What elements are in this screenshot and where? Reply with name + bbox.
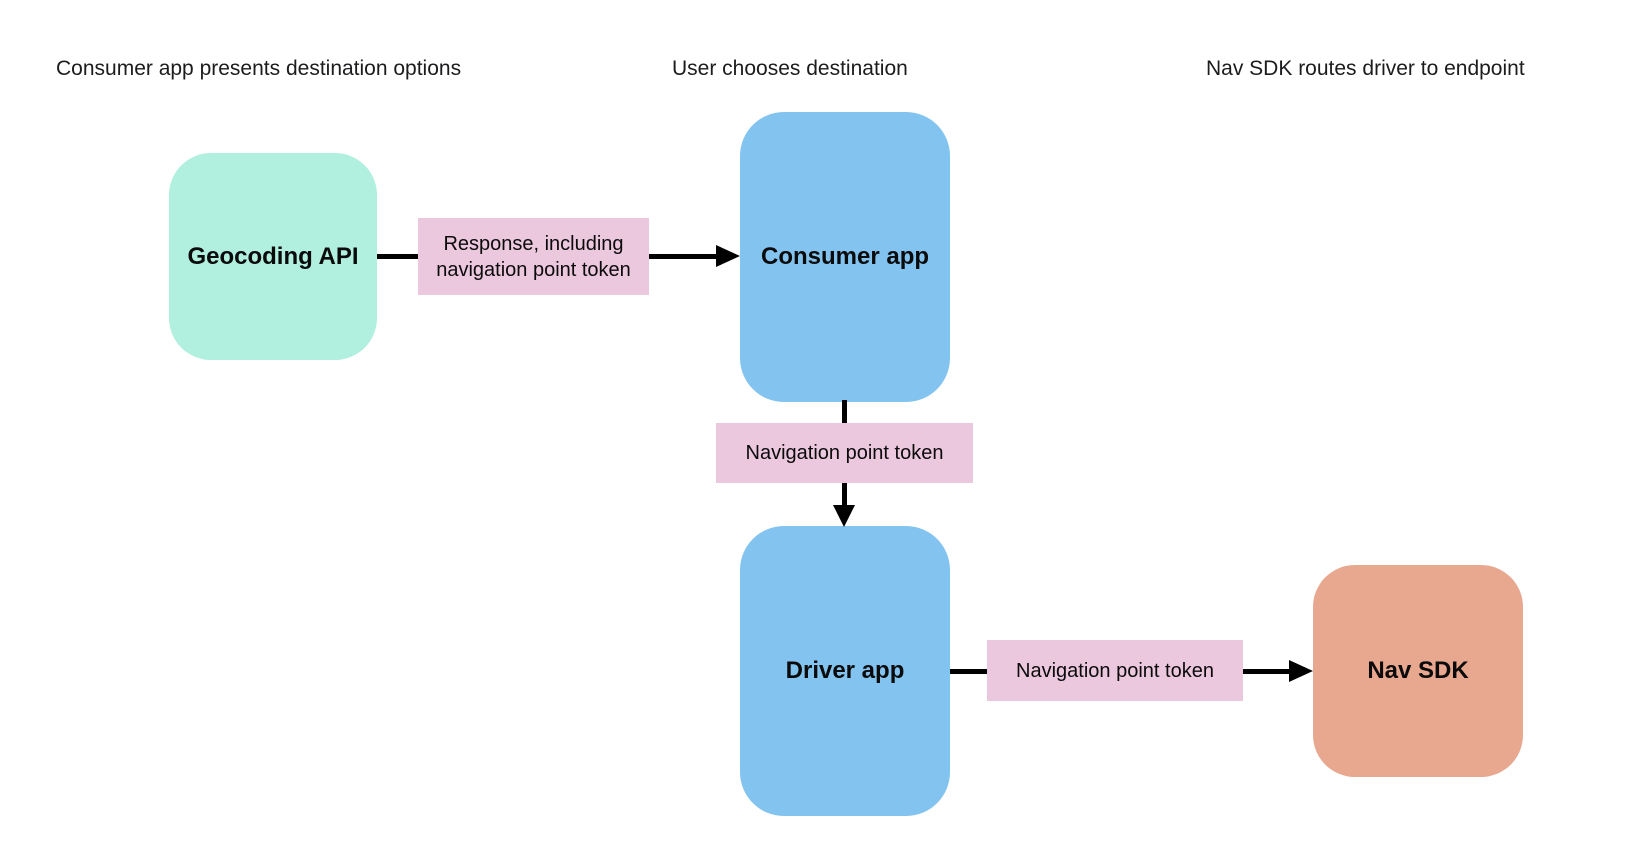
connector-driver-to-token-label <box>950 669 987 674</box>
node-nav-sdk-label: Nav SDK <box>1367 657 1469 684</box>
edge-label-response-token: Response, including navigation point tok… <box>418 218 649 295</box>
connector-geocoding-to-response-label <box>377 254 418 259</box>
node-geocoding-api: Geocoding API <box>169 153 377 360</box>
column-header-consumer-presents: Consumer app presents destination option… <box>56 57 462 80</box>
column-header-user-chooses: User chooses destination <box>672 57 908 80</box>
node-consumer-app-label: Consumer app <box>760 243 930 270</box>
connector-consumer-to-token-label <box>842 400 847 423</box>
arrowhead-into-driver-app-icon <box>833 505 855 527</box>
arrowhead-into-consumer-app-icon <box>716 245 740 267</box>
connector-response-label-to-consumer <box>649 254 718 259</box>
edge-label-navigation-point-token-horizontal-text: Navigation point token <box>1016 659 1214 682</box>
connector-token-label-to-navsdk <box>1243 669 1291 674</box>
node-driver-app: Driver app <box>740 526 950 816</box>
node-nav-sdk: Nav SDK <box>1313 565 1523 777</box>
edge-label-navigation-point-token-vertical-text: Navigation point token <box>745 442 944 464</box>
node-driver-app-label: Driver app <box>785 657 905 684</box>
node-geocoding-api-label: Geocoding API <box>187 242 359 270</box>
edge-label-navigation-point-token-horizontal: Navigation point token <box>987 640 1243 701</box>
node-consumer-app: Consumer app <box>740 112 950 402</box>
edge-label-navigation-point-token-vertical: Navigation point token <box>716 423 973 483</box>
arrowhead-into-nav-sdk-icon <box>1289 660 1313 682</box>
edge-label-response-token-text: Response, including navigation point tok… <box>436 232 631 281</box>
column-header-navsdk-routes: Nav SDK routes driver to endpoint <box>1206 57 1525 80</box>
connector-token-label-to-driver <box>842 483 847 507</box>
